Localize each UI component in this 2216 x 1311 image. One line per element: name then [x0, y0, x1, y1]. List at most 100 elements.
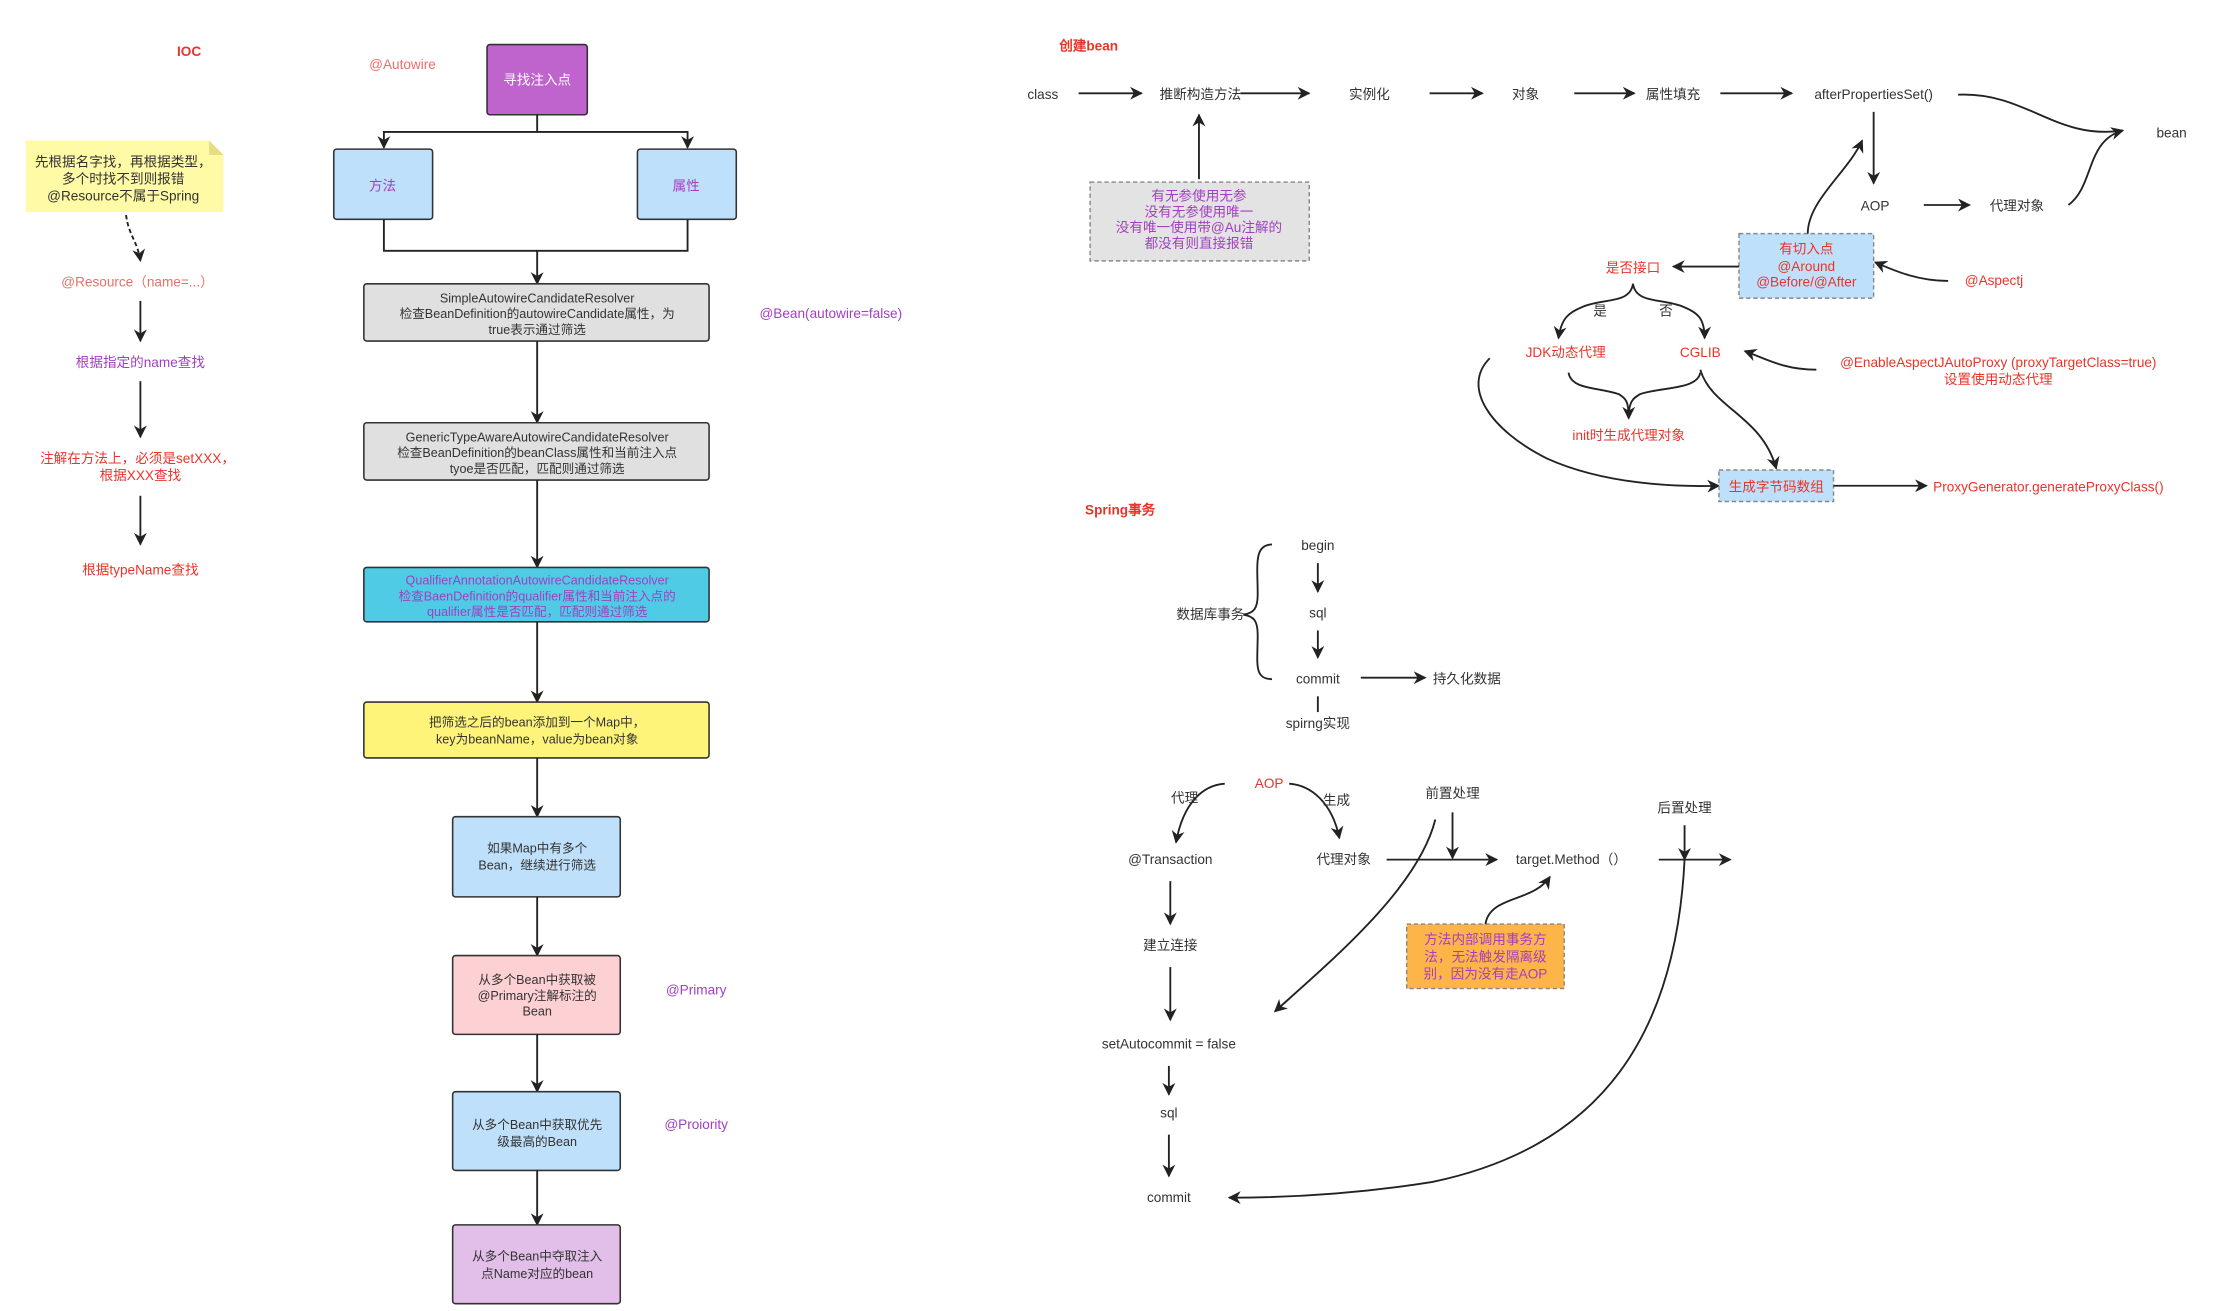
arrow-aspectj-to-pointcut: [1873, 261, 1949, 282]
yes-label: 是: [1593, 303, 1607, 318]
method-label: 方法: [369, 179, 396, 194]
connector-method-merge: [382, 219, 538, 252]
simple-resolver-line-3: true表示通过筛选: [489, 323, 587, 337]
curve-proxy-to-bean: [2067, 127, 2125, 206]
priority-box-line-1: 从多个Bean中获取优先: [472, 1118, 602, 1132]
create-bean-section: 创建bean class 推断构造方法 实例化 对象 属性填充 afterPro…: [1027, 37, 2187, 503]
autowire-label: @Autowire: [369, 57, 436, 72]
field-label: 属性: [673, 179, 700, 194]
tx-sql: sql: [1160, 1105, 1177, 1120]
generate-label: 生成: [1323, 793, 1351, 808]
name-match-box: [451, 1224, 622, 1305]
name-match-line-2: 点Name对应的bean: [481, 1266, 593, 1281]
transaction-aop: AOP: [1255, 776, 1284, 791]
map-line-1: 把筛选之后的bean添加到一个Map中，: [429, 714, 645, 729]
curve-jdk-to-bytecode: [1477, 357, 1721, 493]
pointcut-note-line-2: @Around: [1777, 259, 1835, 274]
spring-impl: spirng实现: [1286, 716, 1350, 731]
priority-box-line-2: 级最高的Bean: [497, 1134, 577, 1149]
is-interface: 是否接口: [1606, 259, 1660, 275]
setter-rule-line-2: 根据XXX查找: [100, 468, 182, 483]
multiple-bean-line-1: 如果Map中有多个: [487, 840, 587, 855]
resource-sticky-note: [25, 140, 224, 213]
transaction-title: Spring事务: [1085, 501, 1156, 517]
db-sql: sql: [1309, 606, 1326, 621]
inner-call-note-line-2: 法，无法触发隔离级: [1424, 948, 1547, 964]
constructor-note-box: [1089, 181, 1310, 262]
autowire-section: @Autowire 寻找注入点 方法 属性 SimpleAutowireCand…: [332, 43, 902, 1305]
primary-box-line-3: Bean: [522, 1005, 551, 1019]
curve-pre-to-autocommit: [1273, 819, 1437, 1013]
curve-post-to-commit: [1227, 859, 1686, 1205]
step-infer-constructor: 推断构造方法: [1160, 87, 1242, 102]
step-bean: bean: [2156, 126, 2186, 141]
use-dynamic-proxy: 设置使用动态代理: [1944, 371, 2053, 387]
enable-aspectj-annotation: @EnableAspectJAutoProxy (proxyTargetClas…: [1840, 355, 2156, 370]
curve-pointcut-to-after: [1806, 139, 1864, 234]
primary-box-line-2: @Primary注解标注的: [478, 988, 597, 1003]
open-connection: 建立连接: [1143, 937, 1198, 953]
map-line-2: key为beanName，value为bean对象: [436, 733, 638, 747]
qualifier-resolver-box: [363, 566, 710, 623]
init-proxy: init时生成代理对象: [1572, 428, 1685, 443]
setter-rule-line-1: 注解在方法上，必须是setXXX，: [40, 451, 235, 466]
proxy-generator: ProxyGenerator.generateProxyClass(): [1933, 479, 2163, 494]
inner-call-note-line-1: 方法内部调用事务方: [1424, 932, 1546, 947]
aspectj-annotation: @Aspectj: [1965, 273, 2023, 288]
curve-aop-to-proxy: [1289, 782, 1344, 840]
simple-resolver-line-1: SimpleAutowireCandidateResolver: [440, 291, 635, 305]
note-fold-corner: [209, 140, 224, 155]
jdk-proxy: JDK动态代理: [1526, 345, 1606, 360]
transaction-annotation: @Transaction: [1128, 852, 1212, 867]
multiple-bean-line-2: Bean，继续进行筛选: [478, 859, 596, 873]
step-object: 对象: [1512, 87, 1539, 102]
transaction-section: Spring事务 数据库事务 begin sql commit 持久化数据 sp…: [1085, 501, 1732, 1205]
inner-call-note-line-3: 别，因为没有走AOP: [1424, 967, 1548, 982]
primary-box-line-1: 从多个Bean中获取被: [478, 973, 596, 987]
brace-no-branch: [1632, 283, 1712, 340]
arrow-to-simple-resolver: [530, 219, 689, 286]
arrow-to-method: [377, 114, 539, 149]
curve-aop-to-transaction: [1171, 782, 1225, 844]
cglib: CGLIB: [1680, 345, 1721, 360]
constructor-note-line-1: 有无参使用无参: [1151, 188, 1247, 204]
note-line-3: @Resource不属于Spring: [47, 189, 199, 204]
proxy-label: 代理: [1171, 790, 1199, 805]
find-by-type: 根据typeName查找: [82, 563, 199, 578]
step-instantiate: 实例化: [1349, 87, 1390, 102]
tx-proxy-object: 代理对象: [1316, 852, 1370, 867]
qualifier-resolver-line-3: qualifier属性是否匹配，匹配则通过筛选: [427, 605, 648, 619]
step-after-properties-set: afterPropertiesSet(): [1814, 87, 1933, 102]
bytecode-label: 生成字节码数组: [1729, 479, 1825, 494]
note-line-1: 先根据名字找，再根据类型，: [35, 154, 212, 169]
generic-resolver-line-3: tyoe是否匹配，匹配则通过筛选: [450, 462, 625, 476]
db-begin: begin: [1301, 538, 1334, 553]
find-injection-point-label: 寻找注入点: [503, 73, 571, 88]
generic-resolver-line-1: GenericTypeAwareAutowireCandidateResolve…: [406, 430, 669, 444]
simple-resolver-line-2: 检查BeanDefinition的autowireCandidate属性，为: [400, 306, 675, 321]
ioc-section: IOC 先根据名字找，再根据类型， 多个时找不到则报错 @Resource不属于…: [25, 44, 235, 578]
arrow-to-field: [537, 131, 695, 149]
note-dashed-arrow: [125, 214, 146, 263]
generic-resolver-line-2: 检查BeanDefinition的beanClass属性和当前注入点: [397, 445, 677, 460]
qualifier-resolver-line-1: QualifierAnnotationAutowireCandidateReso…: [406, 574, 669, 588]
target-method: target.Method（）: [1516, 852, 1627, 867]
name-match-line-1: 从多个Bean中夺取注入: [472, 1250, 603, 1264]
brace-yes-branch: [1553, 283, 1634, 340]
brace-cglib-merge: [1622, 372, 1702, 420]
ioc-title: IOC: [177, 44, 201, 59]
brace-jdk-merge: [1567, 372, 1630, 419]
find-by-name: 根据指定的name查找: [76, 355, 206, 370]
map-box: [363, 701, 710, 759]
create-bean-title: 创建bean: [1058, 37, 1118, 53]
tx-commit: commit: [1147, 1190, 1191, 1205]
curve-cglib-to-bytecode: [1699, 369, 1780, 470]
priority-annotation: @Proiority: [664, 1117, 728, 1132]
note-line-2: 多个时找不到则报错: [62, 171, 185, 187]
primary-annotation: @Primary: [666, 982, 727, 997]
pointcut-note-line-3: @Before/@After: [1756, 275, 1857, 290]
pre-process: 前置处理: [1425, 785, 1480, 801]
step-proxy-object: 代理对象: [1990, 199, 2044, 214]
curve-after-to-bean: [1958, 93, 2124, 133]
constructor-note-line-4: 都没有则直接报错: [1145, 235, 1254, 251]
